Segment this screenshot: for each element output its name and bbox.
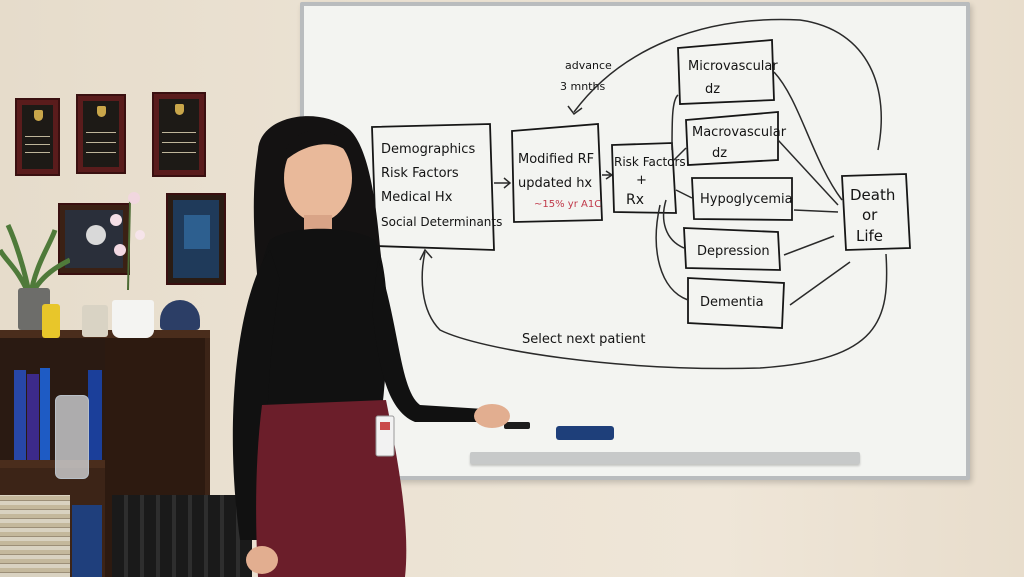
advance-label-2: 3 mnths <box>560 80 605 93</box>
arrow-head <box>419 248 433 261</box>
box1-line1: Demographics <box>381 142 475 157</box>
box-modified-rf <box>511 123 603 223</box>
macro-line2: dz <box>712 146 727 161</box>
box2-line1: Modified RF <box>518 152 594 167</box>
award-plaque <box>152 92 206 177</box>
marker-icon[interactable] <box>504 422 530 429</box>
box-hypoglycemia <box>691 177 793 221</box>
person <box>232 116 510 577</box>
orchid <box>98 180 158 291</box>
advance-label: advance <box>565 59 612 72</box>
macro-line1: Macrovascular <box>692 125 787 140</box>
pen-holder <box>82 305 108 337</box>
box3-line1: Risk Factors <box>614 155 686 169</box>
spray-bottle <box>55 395 89 479</box>
select-next-loop <box>421 251 888 370</box>
arrow <box>671 94 679 151</box>
plant <box>0 220 72 300</box>
sweater <box>256 228 388 410</box>
arrow <box>777 139 839 206</box>
micro-line2: dz <box>705 82 720 97</box>
arrow <box>773 71 843 201</box>
arrow <box>673 147 687 161</box>
arrow <box>602 170 614 180</box>
final-line1: Death <box>850 186 895 204</box>
marker-tray <box>470 452 860 464</box>
depression-label: Depression <box>697 244 770 259</box>
box-macrovascular <box>685 111 779 166</box>
box2-line2: updated hx <box>518 176 592 191</box>
helmet <box>160 300 200 330</box>
award-plaque <box>76 94 126 174</box>
arrow-head <box>567 105 583 116</box>
arrow <box>662 199 685 249</box>
box-risk-rx <box>611 142 677 214</box>
dementia-label: Dementia <box>700 295 764 310</box>
box-microvascular <box>677 39 775 105</box>
face <box>284 134 352 222</box>
arrow <box>675 189 693 199</box>
arrow <box>655 204 689 301</box>
box2-note: ~15% yr A1C <box>534 199 601 210</box>
yellow-cup <box>42 304 60 338</box>
loop-label: Select next patient <box>522 332 645 347</box>
cup <box>112 300 154 338</box>
award-plaque <box>15 98 60 176</box>
arrow <box>783 235 835 256</box>
award-plaque <box>166 193 226 285</box>
eraser-icon[interactable] <box>556 426 614 440</box>
box1-line3: Medical Hx <box>381 190 453 205</box>
box-dementia <box>687 277 785 329</box>
box1-line4: Social Determinants <box>381 215 502 229</box>
radiator <box>112 495 252 577</box>
micro-line1: Microvascular <box>688 59 778 74</box>
final-line3: Life <box>856 227 883 245</box>
arrow <box>793 209 839 213</box>
box1-line2: Risk Factors <box>381 166 459 181</box>
arrow <box>789 261 851 306</box>
final-line2: or <box>862 206 878 224</box>
skirt <box>256 400 407 577</box>
box-death-or-life <box>841 173 911 251</box>
box3-line3: Rx <box>626 192 644 208</box>
hypo-label: Hypoglycemia <box>700 192 793 207</box>
box-depression <box>683 227 781 271</box>
arrow <box>494 177 512 189</box>
advance-loop <box>573 18 882 151</box>
box3-line2: + <box>636 173 647 188</box>
